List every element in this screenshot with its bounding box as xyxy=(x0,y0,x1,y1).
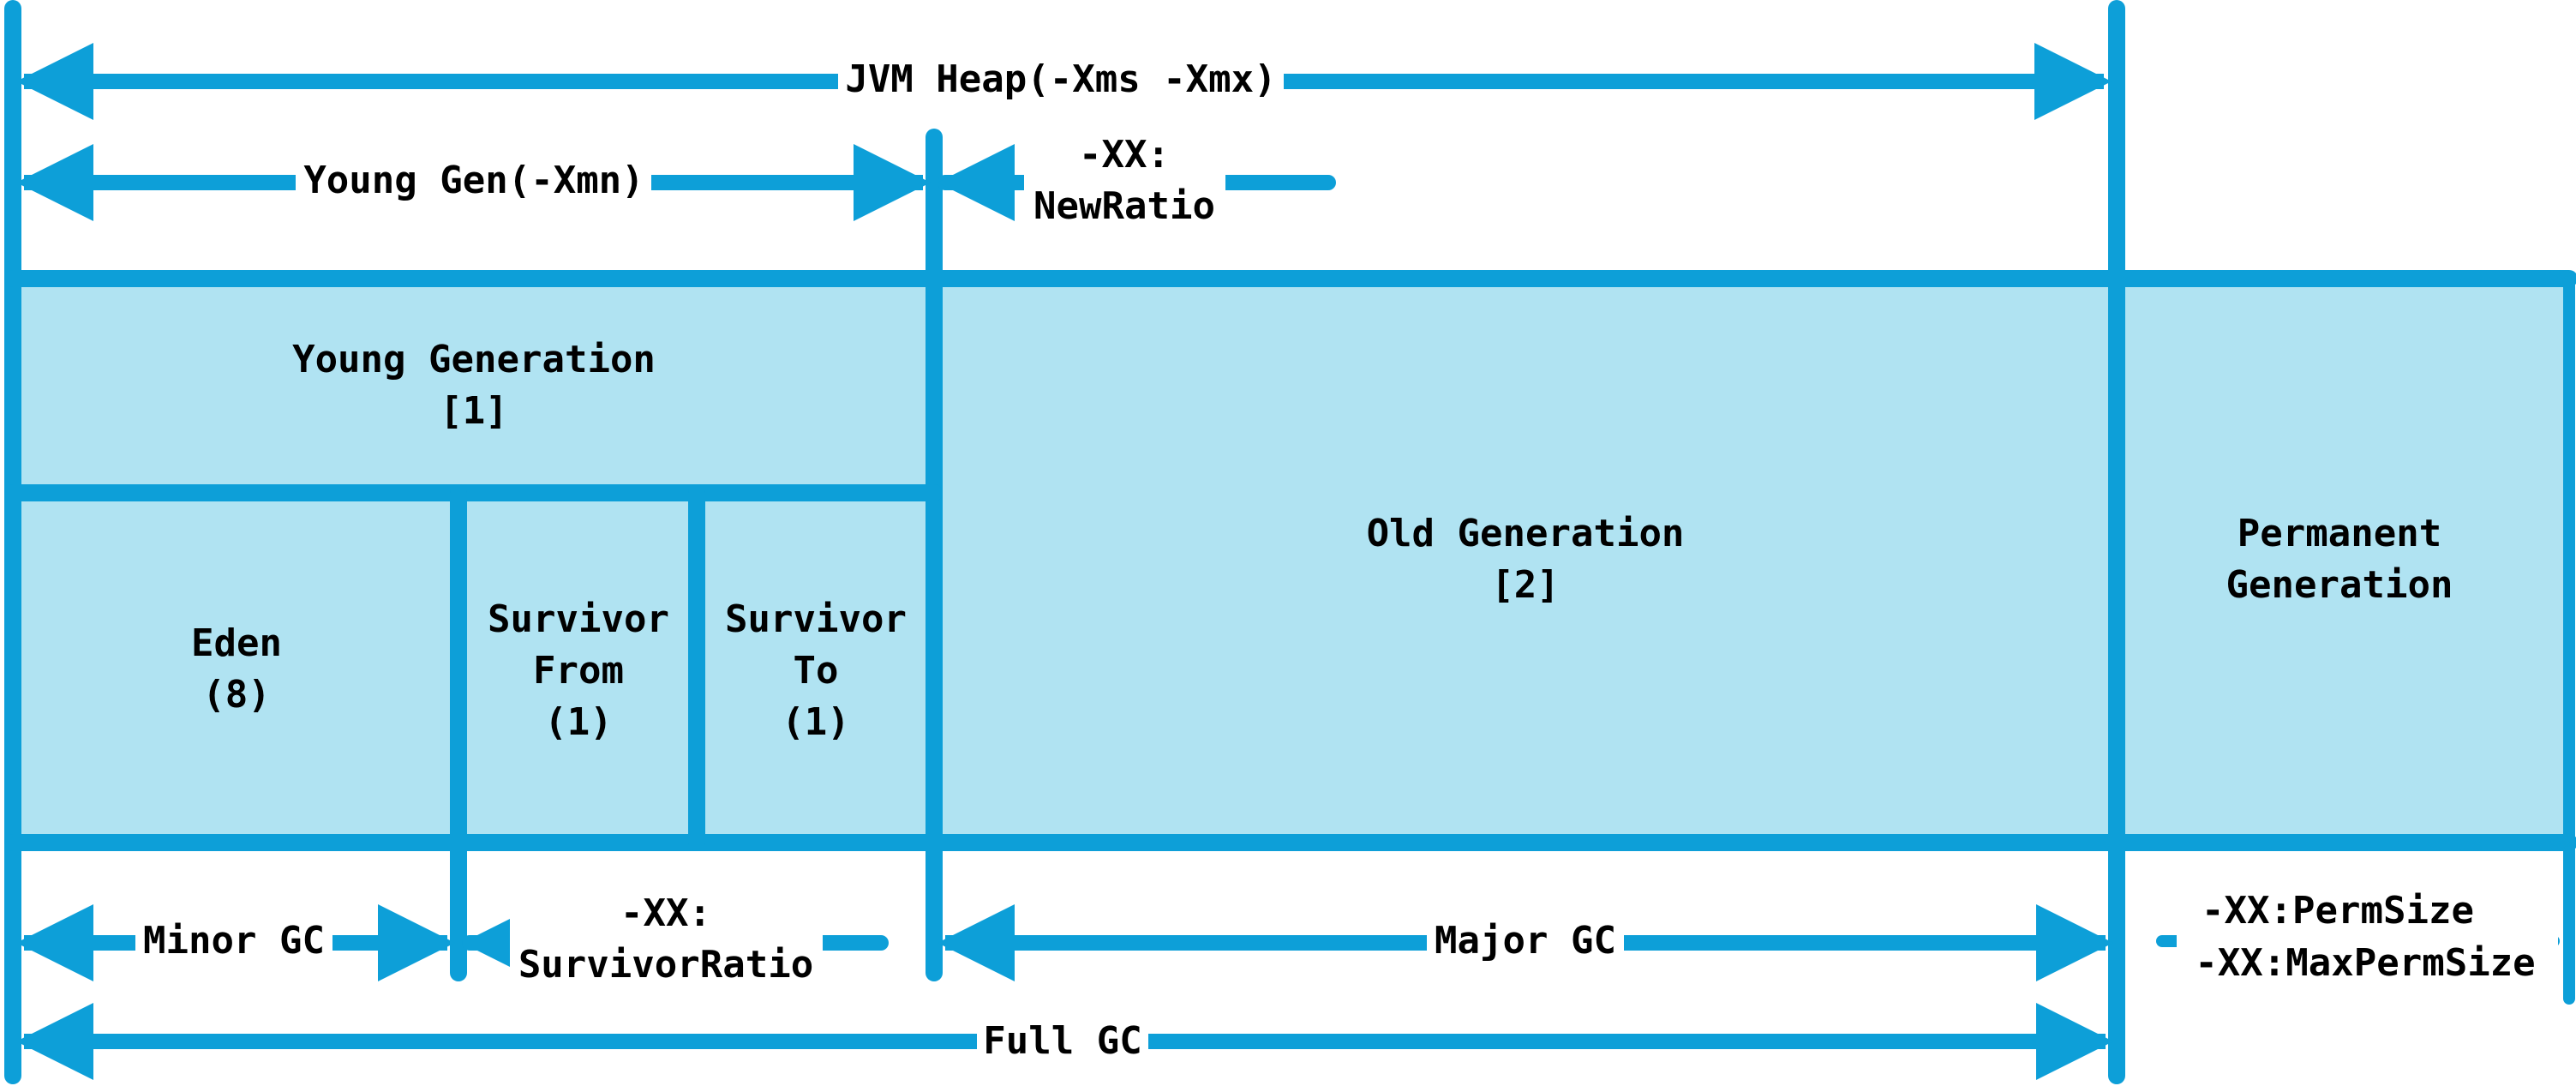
label-backgrounds xyxy=(135,60,2558,1065)
survivor-ratio-label-line2: SurvivorRatio xyxy=(518,943,813,987)
permanent-generation-fill xyxy=(2117,279,2569,843)
survivor-from-ratio: (1) xyxy=(544,700,612,744)
young-gen-label: Young Gen(-Xmn) xyxy=(303,159,644,202)
young-generation-fill xyxy=(13,279,934,843)
survivor-to-title: Survivor xyxy=(725,597,907,641)
labels: JVM Heap(-Xms -Xmx) Young Gen(-Xmn) -XX:… xyxy=(143,57,2536,1063)
major-gc-label: Major GC xyxy=(1435,919,1616,963)
survivor-from-title: Survivor xyxy=(488,597,669,641)
permanent-generation-subtitle: Generation xyxy=(2226,563,2453,607)
major-gc-label-bg xyxy=(1427,921,1624,966)
jvm-heap-label: JVM Heap(-Xms -Xmx) xyxy=(845,57,1276,101)
perm-size-label: -XX:PermSize xyxy=(2202,889,2474,933)
old-generation-ratio: [2] xyxy=(1491,563,1559,607)
new-ratio-label-bg xyxy=(1024,129,1225,231)
permanent-generation-title: Permanent xyxy=(2238,512,2441,555)
full-gc-label-bg xyxy=(977,1020,1148,1065)
survivor-ratio-label-line1: -XX: xyxy=(620,891,711,935)
old-generation-fill xyxy=(934,279,2117,843)
full-gc-label: Full GC xyxy=(983,1019,1141,1063)
survivor-from-subtitle: From xyxy=(533,649,624,693)
minor-gc-label-bg xyxy=(135,921,332,966)
jvm-heap-label-bg xyxy=(838,60,1284,105)
region-fills xyxy=(13,279,2569,843)
young-generation-title: Young Generation xyxy=(292,338,656,381)
old-generation-title: Old Generation xyxy=(1367,512,1685,555)
new-ratio-label-line1: -XX: xyxy=(1079,133,1170,177)
eden-title: Eden xyxy=(191,621,282,665)
survivor-to-ratio: (1) xyxy=(782,700,849,744)
survivor-ratio-label-bg xyxy=(510,887,823,990)
new-ratio-label-line2: NewRatio xyxy=(1033,184,1215,228)
perm-size-label-bg xyxy=(2177,883,2558,994)
young-gen-label-bg xyxy=(296,161,651,206)
eden-ratio: (8) xyxy=(202,673,270,717)
young-generation-ratio: [1] xyxy=(440,389,507,433)
minor-gc-label: Minor GC xyxy=(143,919,325,963)
structure-lines xyxy=(4,0,2576,1084)
max-perm-size-label: -XX:MaxPermSize xyxy=(2195,941,2535,985)
survivor-to-subtitle: To xyxy=(794,649,839,693)
